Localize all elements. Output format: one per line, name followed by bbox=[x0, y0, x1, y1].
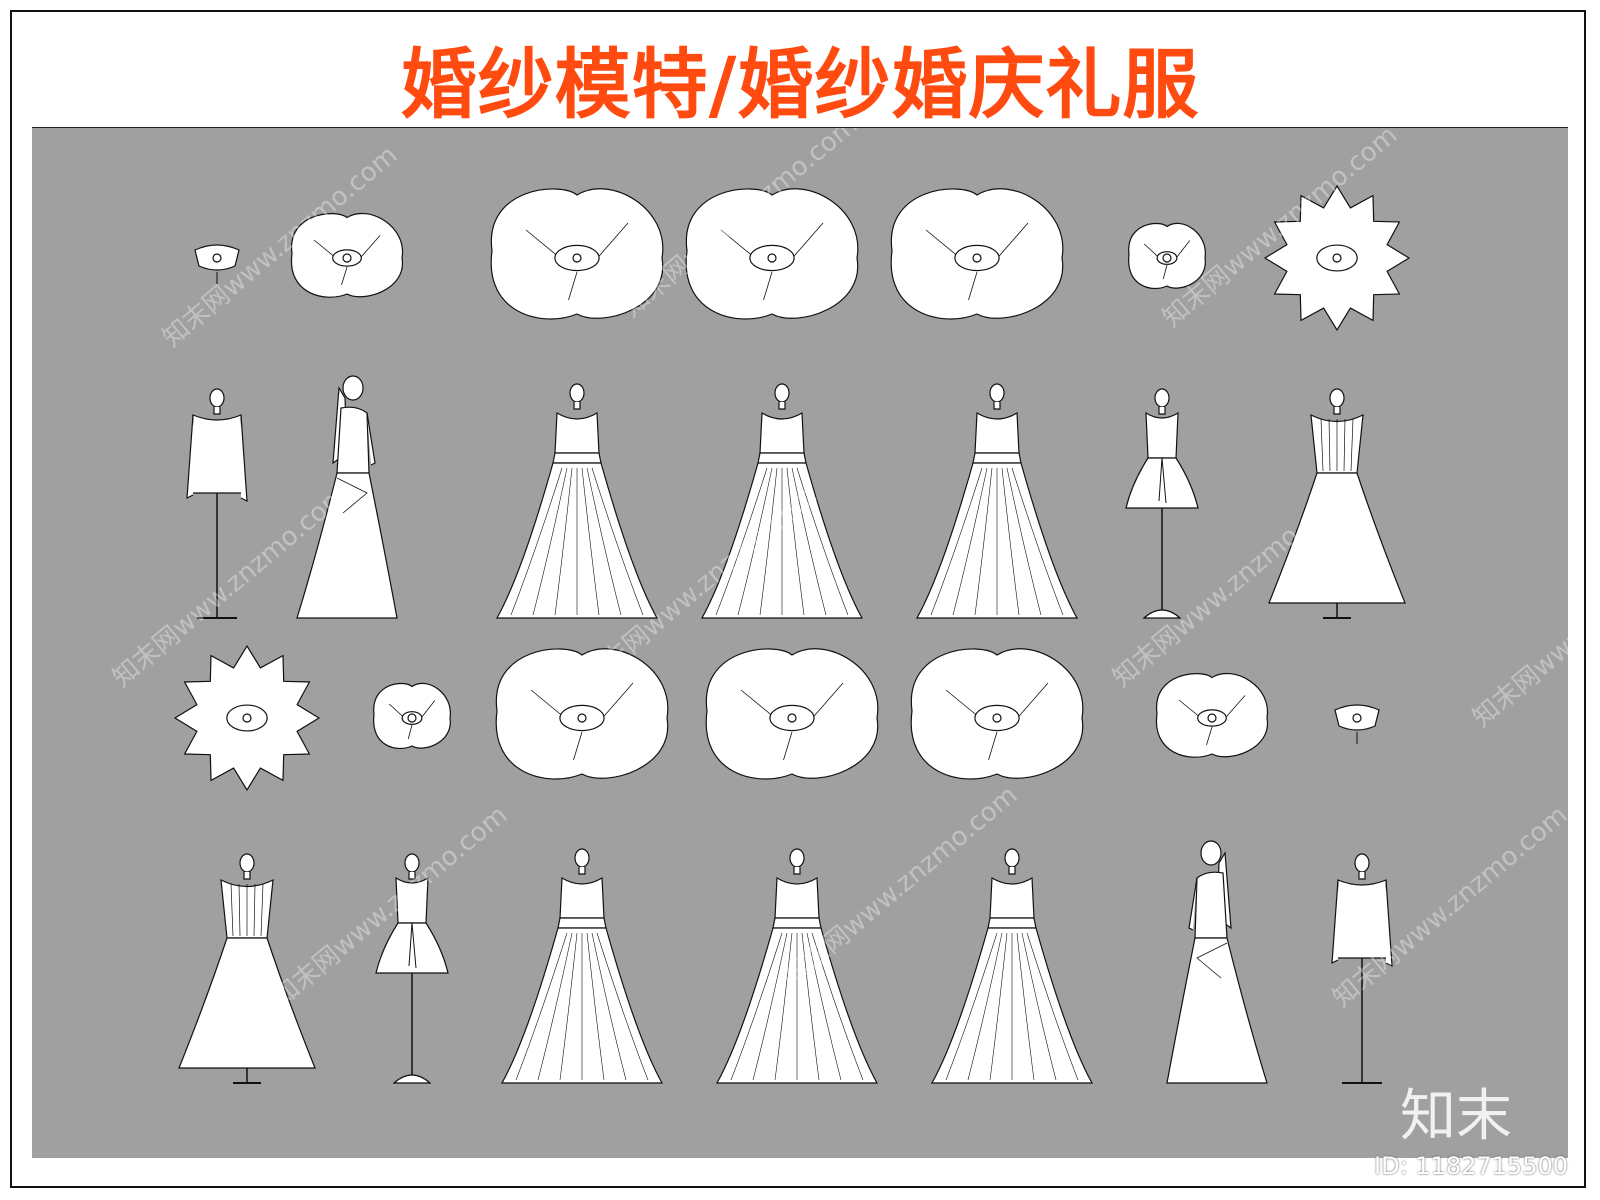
ballgown bbox=[178, 853, 316, 1084]
ballgown bbox=[1268, 388, 1406, 619]
mannequin-dress bbox=[1331, 853, 1393, 1084]
gown-plan bbox=[890, 188, 1064, 320]
gown-plan bbox=[685, 188, 859, 320]
ballgown-plan bbox=[173, 644, 321, 792]
gown-plan bbox=[495, 648, 669, 780]
gown bbox=[915, 383, 1079, 619]
bride-plan bbox=[290, 212, 404, 298]
watermark-text: 知末网www.znzmo.com bbox=[1467, 520, 1568, 733]
ballgown-plan bbox=[1263, 184, 1411, 332]
title-band: 婚纱模特/婚纱婚庆礼服 bbox=[32, 28, 1568, 129]
gown-plan bbox=[910, 648, 1084, 780]
mannequin-plan bbox=[1334, 704, 1380, 744]
gown bbox=[715, 848, 879, 1084]
short-dress-plan bbox=[373, 682, 451, 750]
watermark-text: 知末网www.znzmo.com bbox=[267, 800, 513, 1013]
asset-id: ID: 1182715500 bbox=[1374, 1152, 1568, 1180]
bride-veil bbox=[1166, 840, 1268, 1084]
gown bbox=[700, 383, 864, 619]
gown bbox=[495, 383, 659, 619]
gown bbox=[500, 848, 664, 1084]
sheet-title: 婚纱模特/婚纱婚庆礼服 bbox=[400, 39, 1200, 129]
short-dress-plan bbox=[1128, 222, 1206, 290]
mannequin-plan bbox=[194, 244, 240, 284]
mannequin-dress bbox=[186, 388, 248, 619]
zhimo-logo: 知末 bbox=[1400, 1080, 1540, 1150]
gown-plan bbox=[705, 648, 879, 780]
gown bbox=[930, 848, 1094, 1084]
short-dress bbox=[375, 853, 449, 1084]
svg-text:知末: 知末 bbox=[1400, 1084, 1512, 1149]
short-dress bbox=[1125, 388, 1199, 619]
bride-veil bbox=[296, 375, 398, 619]
gown-plan bbox=[490, 188, 664, 320]
bride-plan bbox=[1155, 672, 1269, 758]
